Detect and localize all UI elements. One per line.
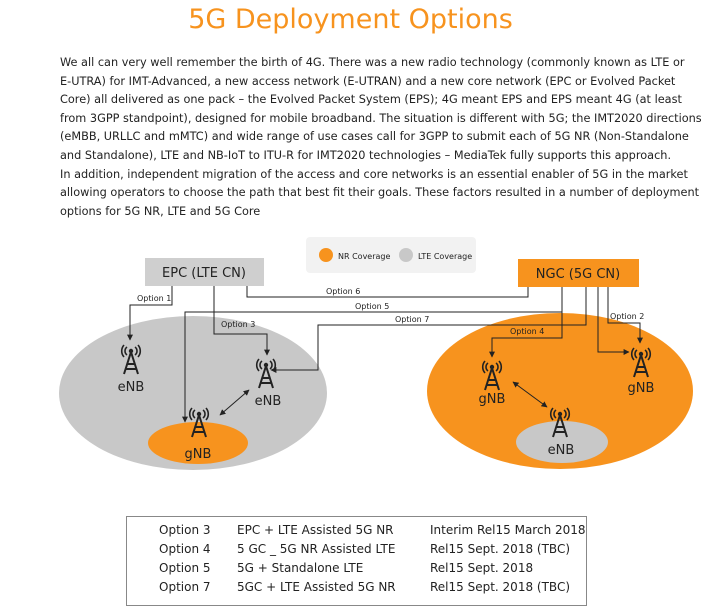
option7-link: [270, 287, 587, 373]
option5-link: [182, 287, 563, 423]
option7-label: Option 7: [395, 315, 429, 324]
table-config: 5 GC _ 5G NR Assisted LTE: [237, 542, 396, 556]
option6-label: Option 6: [326, 287, 360, 296]
option3-label: Option 3: [221, 320, 255, 329]
intro-paragraph: We all can very well remember the birth …: [60, 54, 701, 221]
enb-center-label: eNB: [255, 394, 282, 409]
intro-line: (eMBB, URLLC and mMTC) and wide range of…: [60, 130, 689, 144]
table-release: Interim Rel15 March 2018: [430, 523, 586, 537]
epc-core-label: EPC (LTE CN): [162, 266, 246, 281]
option4-link: [489, 312, 563, 358]
table-option: Option 4: [159, 542, 211, 556]
lte-coverage-inner: [516, 421, 608, 463]
table-release: Rel15 Sept. 2018 (TBC): [430, 580, 570, 594]
intro-line: Core) all delivered as one pack – the Ev…: [60, 93, 682, 107]
table-option: Option 7: [159, 580, 211, 594]
epc-core-box: [145, 258, 264, 286]
option1-label: Option 1: [137, 294, 171, 303]
option2-5g-link: [597, 287, 630, 355]
intro-line: from 3GPP standpoint), designed for mobi…: [60, 111, 701, 125]
enb-left-label: eNB: [118, 380, 145, 395]
ngc-core-label: NGC (5G CN): [536, 267, 620, 282]
option3-link: [213, 286, 270, 356]
table-release: Rel15 Sept. 2018 (TBC): [430, 542, 570, 556]
ngc-core-box: [518, 259, 639, 287]
table-option: Option 5: [159, 561, 211, 575]
option6-link: [246, 286, 529, 298]
enb-gnb-interface-left: [219, 389, 250, 416]
intro-line: E-UTRA) for IMT-Advanced, a new access n…: [60, 74, 676, 88]
legend-nr-label: NR Coverage: [338, 252, 390, 261]
legend-lte-label: LTE Coverage: [418, 252, 472, 261]
table-release: Rel15 Sept. 2018: [430, 561, 534, 575]
table-row: Option 3 EPC + LTE Assisted 5G NR Interi…: [127, 523, 586, 541]
gnb-far-right-label: gNB: [628, 381, 655, 396]
gnb-left-label: gNB: [185, 447, 212, 462]
options-table: Option 3 EPC + LTE Assisted 5G NR Interi…: [126, 516, 587, 606]
table-config: 5GC + LTE Assisted 5G NR: [237, 580, 396, 594]
page-title: 5G Deployment Options: [188, 4, 513, 35]
legend-box: [306, 237, 476, 273]
lte-coverage-swatch: [399, 248, 413, 262]
table-row: Option 5 5G + Standalone LTE Rel15 Sept.…: [127, 561, 586, 579]
deployment-diagram: NR Coverage LTE Coverage EPC (LTE CN) NG…: [59, 237, 693, 470]
table-row: Option 7 5GC + LTE Assisted 5G NR Rel15 …: [127, 580, 586, 598]
option1-link: [127, 286, 173, 341]
enb-right-label: eNB: [548, 443, 575, 458]
intro-line: options for 5G NR, LTE and 5G Core: [60, 204, 261, 218]
option5-label: Option 5: [355, 302, 389, 311]
nr-coverage-swatch: [319, 248, 333, 262]
intro-line: allowing operators to choose the path th…: [60, 186, 700, 200]
option2-label: Option 2: [610, 312, 644, 321]
intro-line: In addition, independent migration of th…: [60, 167, 688, 181]
table-option: Option 3: [159, 523, 211, 537]
gnb-right-label: gNB: [479, 392, 506, 407]
option4-label: Option 4: [510, 327, 544, 336]
nr-coverage-inner: [148, 422, 248, 464]
table-config: EPC + LTE Assisted 5G NR: [237, 523, 394, 537]
option2-link: [607, 287, 643, 344]
intro-line: and Standalone), LTE and NB-IoT to ITU-R…: [60, 148, 672, 162]
table-config: 5G + Standalone LTE: [237, 561, 364, 575]
gnb-enb-interface-right: [512, 381, 548, 408]
table-row: Option 4 5 GC _ 5G NR Assisted LTE Rel15…: [127, 542, 586, 560]
intro-line: We all can very well remember the birth …: [60, 56, 685, 69]
